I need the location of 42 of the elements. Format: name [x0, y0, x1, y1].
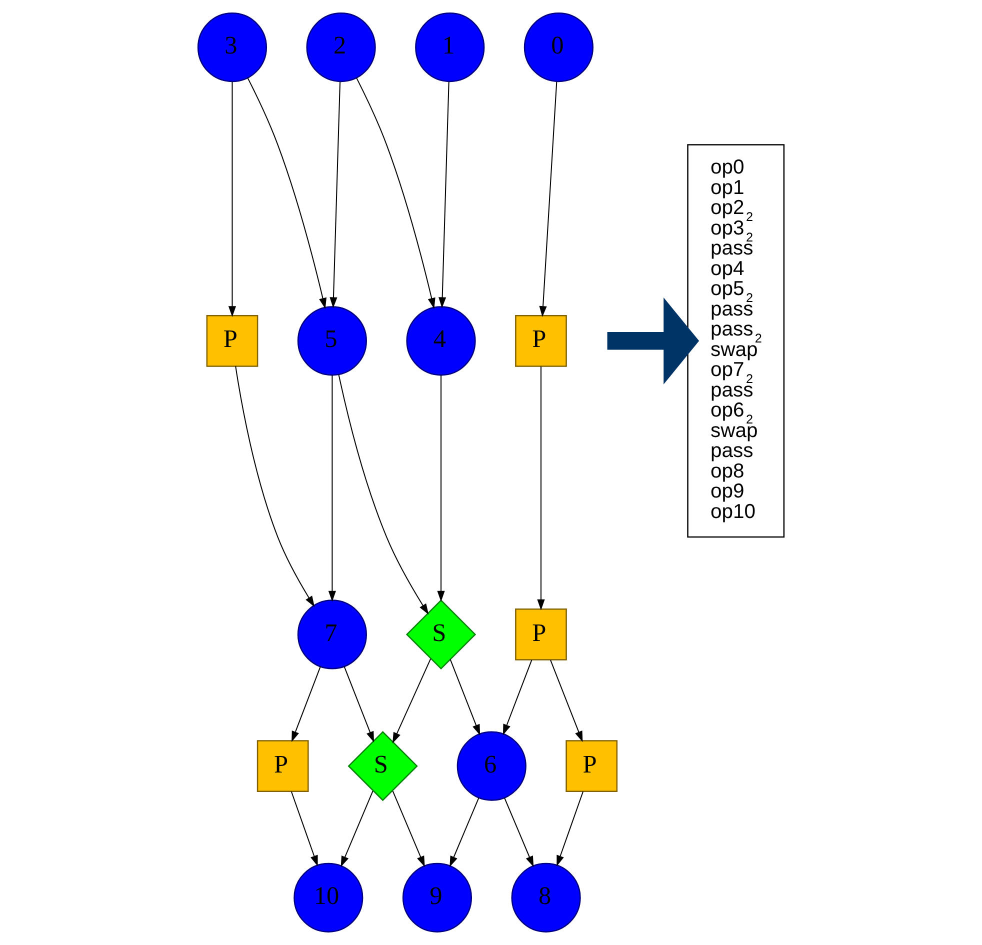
arrow — [338, 374, 429, 615]
arrow — [328, 376, 336, 602]
node-circle: 3 — [197, 12, 268, 82]
arrow — [450, 798, 480, 867]
arrow — [290, 791, 318, 866]
node-box: P — [515, 314, 567, 367]
node-box: P — [566, 740, 618, 792]
node-circle: 0 — [524, 12, 594, 82]
arrow — [450, 659, 480, 736]
arrow — [330, 82, 341, 308]
node-box: op0 op1 op2$_{2}$ op3$_{2}$ pass op4 op5$_{2}$ pass pass$_{2}$ swap op7$_{2}$ pass op6$_{2}$ swap pass op8 op9 op10 — [687, 144, 785, 538]
arrow — [537, 366, 545, 610]
node-box: P — [515, 608, 567, 660]
node-circle: 10 — [294, 862, 364, 932]
node-box: P — [256, 740, 309, 792]
node-circle: 8 — [511, 862, 581, 932]
arrow — [356, 78, 436, 309]
arrow — [247, 78, 327, 309]
arrow — [550, 660, 583, 742]
arrow — [502, 660, 532, 736]
node-circle: 4 — [406, 306, 476, 376]
arrow — [437, 376, 445, 602]
arrow — [438, 82, 450, 308]
arrow — [228, 82, 236, 317]
node-circle: 9 — [402, 862, 472, 932]
arrow — [392, 790, 425, 867]
arrow — [235, 366, 315, 607]
node-circle: 6 — [456, 731, 526, 801]
arrow — [344, 666, 374, 742]
node-circle: 7 — [297, 600, 367, 670]
node-circle: 2 — [306, 12, 376, 82]
arrow — [292, 666, 321, 742]
node-circle: 5 — [297, 306, 367, 376]
arrow — [504, 798, 534, 867]
arrow — [340, 790, 374, 867]
arrow — [607, 297, 700, 384]
arrow — [392, 658, 432, 744]
node-circle: 1 — [415, 12, 485, 82]
arrow — [556, 791, 584, 866]
arrow — [539, 82, 558, 317]
node-box: P — [206, 314, 258, 367]
node-diamond: S — [406, 599, 476, 670]
